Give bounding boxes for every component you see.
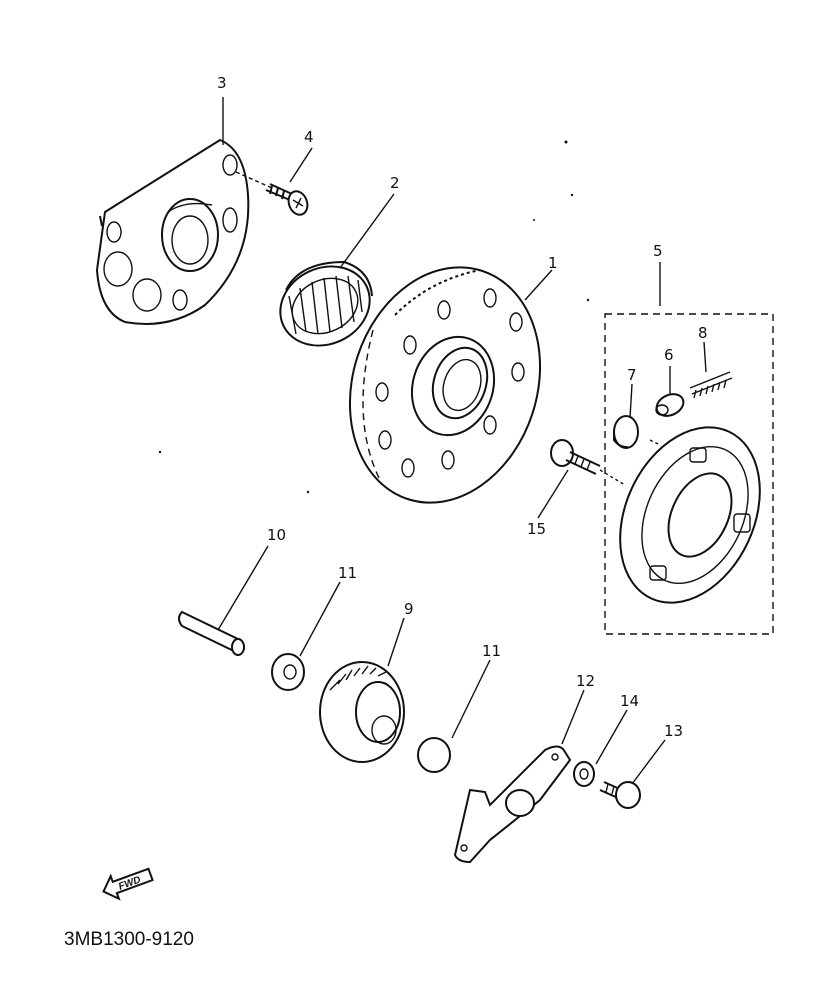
callout-8: 8 xyxy=(698,324,708,342)
callout-14: 14 xyxy=(620,692,639,710)
callout-11-left: 11 xyxy=(338,564,357,582)
part-code: 3MB1300-9120 xyxy=(64,929,194,950)
part-7-roller xyxy=(613,415,639,449)
fwd-label: FWD xyxy=(117,875,142,893)
callout-2: 2 xyxy=(390,174,400,192)
callout-5: 5 xyxy=(653,242,663,260)
part-15-bolt xyxy=(550,439,626,486)
part-12-bracket xyxy=(453,745,572,864)
callout-10: 10 xyxy=(267,526,286,544)
callout-15: 15 xyxy=(527,520,546,538)
part-11-washer-right xyxy=(417,737,451,773)
part-5-clutch-assembly xyxy=(604,313,774,635)
part-1-starter-wheel-gear xyxy=(348,266,542,504)
callout-7: 7 xyxy=(627,366,637,384)
callout-6: 6 xyxy=(664,346,674,364)
callout-3: 3 xyxy=(217,74,227,92)
callout-9: 9 xyxy=(404,600,414,618)
callout-13: 13 xyxy=(664,722,683,740)
callout-11-right: 11 xyxy=(482,642,501,660)
callout-4: 4 xyxy=(304,128,314,146)
fwd-arrow-icon: FWD xyxy=(102,867,154,901)
part-8-spring xyxy=(689,371,733,399)
callout-12: 12 xyxy=(576,672,595,690)
part-14-washer xyxy=(573,761,595,787)
callout-labels: 3 4 2 1 5 7 6 8 15 10 11 9 11 12 14 13 xyxy=(217,74,708,740)
part-11-washer-left xyxy=(271,653,305,691)
part-5-clutch-housing xyxy=(619,426,761,604)
callout-1: 1 xyxy=(548,254,558,272)
part-9-idle-gear xyxy=(319,661,405,763)
part-13-screw xyxy=(599,781,641,809)
scan-specks xyxy=(158,140,590,494)
part-6-plunger xyxy=(655,393,685,417)
part-4-screw xyxy=(235,171,309,216)
part-10-shaft xyxy=(178,610,245,656)
part-3-plate xyxy=(95,138,250,325)
leader-lines xyxy=(217,97,707,785)
